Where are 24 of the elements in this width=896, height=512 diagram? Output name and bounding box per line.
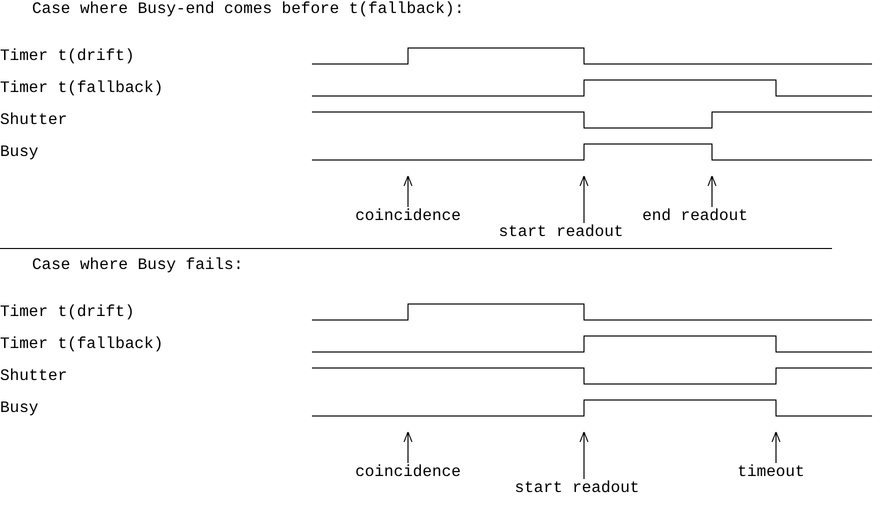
event-label: timeout (737, 463, 805, 481)
signal-name: Busy (0, 143, 38, 161)
signal-name: Timer t(fallback) (0, 335, 164, 353)
pointer-arrow (404, 176, 412, 208)
signal-name: Timer t(drift) (0, 303, 134, 321)
section-heading: Case where Busy fails: (32, 256, 244, 274)
pointer-arrow (580, 176, 588, 224)
timing-waveform (312, 144, 872, 160)
pointer-arrow (404, 432, 412, 464)
signal-name: Timer t(drift) (0, 47, 134, 65)
signal-name: Shutter (0, 111, 68, 129)
timing-waveform (312, 400, 872, 416)
signal-name: Shutter (0, 367, 68, 385)
section-heading: Case where Busy-end comes before t(fallback): (32, 0, 464, 18)
pointer-arrow (580, 432, 588, 480)
signal-name: Busy (0, 399, 38, 417)
event-label: end readout (642, 207, 748, 225)
signal-name: Timer t(fallback) (0, 79, 164, 97)
event-label: coincidence (355, 207, 461, 225)
event-label: start readout (498, 223, 624, 241)
event-label: coincidence (355, 463, 461, 481)
event-label: start readout (514, 479, 640, 497)
pointer-arrow (772, 432, 780, 464)
pointer-arrow (708, 176, 716, 208)
